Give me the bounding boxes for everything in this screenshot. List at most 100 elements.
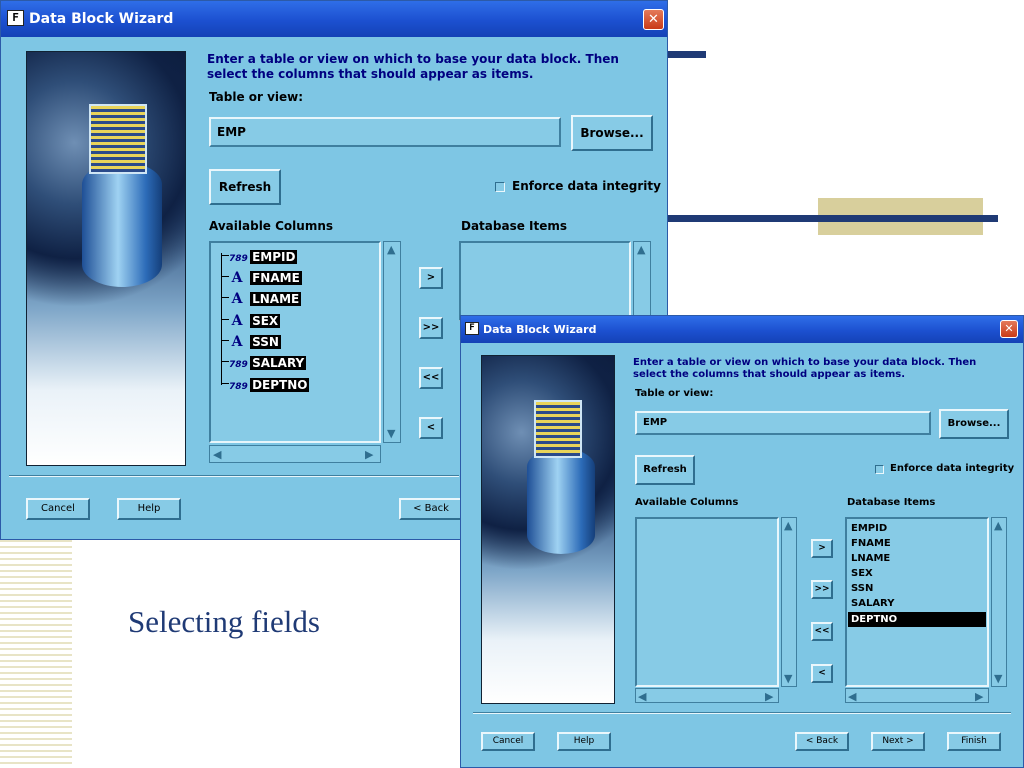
move-one-left-button[interactable]: < [811, 664, 833, 683]
table-or-view-input[interactable]: EMP [209, 117, 561, 147]
database-items-hscrollbar[interactable]: ◀ ▶ [845, 688, 989, 703]
scroll-right-arrow-icon[interactable]: ▶ [365, 448, 374, 461]
column-name: EMPID [250, 250, 298, 264]
tree-branch [221, 297, 229, 298]
number-icon: 789 [229, 382, 248, 392]
scroll-left-arrow-icon[interactable]: ◀ [638, 690, 647, 703]
number-icon: 789 [229, 360, 248, 370]
table-graphic [534, 400, 582, 458]
decor-bar-top [668, 51, 706, 58]
instruction-text: Enter a table or view on which to base y… [633, 357, 977, 380]
column-item-sex[interactable]: A SEX [229, 310, 281, 330]
browse-button[interactable]: Browse... [571, 115, 653, 151]
back-button[interactable]: < Back [399, 498, 463, 520]
column-item-fname[interactable]: A FNAME [229, 267, 302, 287]
database-cylinder-graphic [527, 448, 595, 554]
back-button[interactable]: < Back [795, 732, 849, 751]
enforce-integrity-label: Enforce data integrity [890, 463, 1015, 474]
move-all-left-button[interactable]: << [811, 622, 833, 641]
enforce-integrity-checkbox[interactable] [875, 465, 884, 474]
available-columns-vscrollbar[interactable]: ▲ ▼ [383, 241, 401, 443]
scroll-down-arrow-icon[interactable]: ▼ [387, 427, 396, 440]
dialog-separator [9, 475, 459, 477]
next-button[interactable]: Next > [871, 732, 925, 751]
move-all-right-button[interactable]: >> [811, 580, 833, 599]
database-items-list[interactable] [459, 241, 631, 321]
column-item-ssn[interactable]: A SSN [229, 331, 281, 351]
cancel-button[interactable]: Cancel [26, 498, 90, 520]
column-item-deptno[interactable]: 789 DEPTNO [229, 374, 310, 394]
scroll-left-arrow-icon[interactable]: ◀ [848, 690, 857, 703]
column-item-empid[interactable]: 789 EMPID [229, 246, 298, 266]
help-button[interactable]: Help [557, 732, 611, 751]
database-items-list[interactable]: EMPID FNAME LNAME SEX SSN SALARY DEPTNO [845, 517, 989, 687]
scroll-left-arrow-icon[interactable]: ◀ [213, 448, 222, 461]
scroll-up-arrow-icon[interactable]: ▲ [637, 243, 646, 256]
close-button[interactable]: ✕ [643, 9, 664, 30]
dialog-title: Data Block Wizard [29, 11, 174, 27]
database-items-label: Database Items [847, 497, 936, 508]
dialog-separator [473, 712, 1011, 714]
database-cylinder-graphic [82, 162, 162, 287]
move-one-right-button[interactable]: > [419, 267, 443, 289]
available-columns-vscrollbar[interactable]: ▲ ▼ [781, 517, 797, 687]
help-button[interactable]: Help [117, 498, 181, 520]
scroll-up-arrow-icon[interactable]: ▲ [387, 243, 396, 256]
move-all-right-button[interactable]: >> [419, 317, 443, 339]
database-item-salary[interactable]: SALARY [851, 598, 895, 609]
refresh-button[interactable]: Refresh [635, 455, 695, 485]
scroll-down-arrow-icon[interactable]: ▼ [994, 672, 1003, 685]
wizard-illustration [26, 51, 186, 466]
available-columns-list[interactable] [635, 517, 779, 687]
database-item-empid[interactable]: EMPID [851, 523, 888, 534]
browse-button[interactable]: Browse... [939, 409, 1009, 439]
number-icon: 789 [229, 254, 248, 264]
tree-branch [221, 340, 229, 341]
column-name: FNAME [250, 271, 302, 285]
table-graphic [89, 104, 147, 174]
close-button[interactable]: ✕ [1000, 320, 1018, 338]
refresh-button[interactable]: Refresh [209, 169, 281, 205]
scroll-down-arrow-icon[interactable]: ▼ [784, 672, 793, 685]
forms-app-icon: F [465, 322, 479, 335]
move-one-right-button[interactable]: > [811, 539, 833, 558]
data-block-wizard-dialog-back: F Data Block Wizard ✕ Enter a table or v… [0, 0, 668, 540]
table-or-view-label: Table or view: [635, 388, 714, 399]
database-items-label: Database Items [461, 219, 568, 233]
database-items-vscrollbar[interactable]: ▲ [633, 241, 651, 321]
tree-branch [221, 361, 229, 362]
database-item-sex[interactable]: SEX [851, 568, 873, 579]
database-item-deptno[interactable]: DEPTNO [848, 612, 986, 627]
column-name: SALARY [250, 356, 307, 370]
decor-bar-middle [668, 215, 998, 222]
database-item-lname[interactable]: LNAME [851, 553, 891, 564]
finish-button[interactable]: Finish [947, 732, 1001, 751]
move-all-left-button[interactable]: << [419, 367, 443, 389]
text-icon: A [231, 313, 243, 329]
table-or-view-input[interactable]: EMP [635, 411, 931, 435]
database-items-vscrollbar[interactable]: ▲ ▼ [991, 517, 1007, 687]
tree-branch [221, 255, 229, 256]
column-item-salary[interactable]: 789 SALARY [229, 352, 307, 372]
database-item-fname[interactable]: FNAME [851, 538, 891, 549]
dialog-title: Data Block Wizard [483, 323, 597, 336]
available-columns-hscrollbar[interactable]: ◀ ▶ [209, 445, 381, 463]
available-columns-list[interactable]: 789 EMPID A FNAME A LNAME A SEX A SSN 78… [209, 241, 381, 443]
decor-stripes [0, 540, 72, 768]
scroll-right-arrow-icon[interactable]: ▶ [975, 690, 984, 703]
wizard-illustration [481, 355, 615, 704]
enforce-integrity-checkbox[interactable] [495, 182, 505, 192]
available-columns-hscrollbar[interactable]: ◀ ▶ [635, 688, 779, 703]
column-item-lname[interactable]: A LNAME [229, 288, 302, 308]
enforce-integrity-label: Enforce data integrity [512, 179, 661, 193]
scroll-right-arrow-icon[interactable]: ▶ [765, 690, 774, 703]
cancel-button[interactable]: Cancel [481, 732, 535, 751]
scroll-up-arrow-icon[interactable]: ▲ [994, 519, 1003, 532]
tree-branch [221, 383, 229, 384]
table-or-view-label: Table or view: [209, 90, 304, 104]
slide-caption: Selecting fields [128, 604, 320, 639]
database-item-ssn[interactable]: SSN [851, 583, 874, 594]
scroll-up-arrow-icon[interactable]: ▲ [784, 519, 793, 532]
move-one-left-button[interactable]: < [419, 417, 443, 439]
forms-app-icon: F [7, 10, 24, 26]
